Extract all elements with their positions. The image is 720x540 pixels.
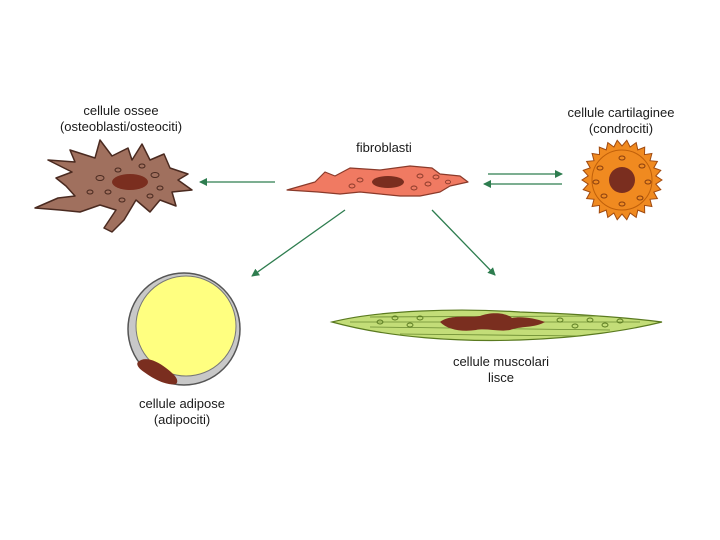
cartilage-cell-nucleus: [609, 167, 635, 193]
label-fibroblasts-text: fibroblasti: [356, 140, 412, 155]
label-bone-cells-line1: cellule ossee: [83, 103, 159, 118]
label-cartilage-cells-line2: (condrociti): [588, 121, 654, 136]
label-smooth-muscle-line1: cellule muscolari: [452, 354, 550, 369]
label-cartilage-cells: cellule cartilaginee (condrociti): [556, 105, 686, 137]
smooth-muscle-nucleus: [440, 313, 545, 331]
arrows: [199, 170, 563, 277]
label-bone-cells-line2: (osteoblasti/osteociti): [59, 119, 183, 134]
arrow-to-muscle: [431, 209, 496, 276]
label-smooth-muscle-line2: lisce: [487, 370, 514, 385]
label-fat-cells-line1: cellule adipose: [138, 396, 225, 411]
fibroblast-cell: [286, 165, 469, 197]
arrow-to-fat: [251, 209, 346, 277]
label-cartilage-cells-line1: cellule cartilaginee: [567, 105, 675, 120]
cartilage-cell: [581, 139, 663, 221]
fat-cell-nucleus: [137, 359, 178, 385]
bone-cell-nucleus: [112, 174, 148, 190]
label-bone-cells: cellule ossee (osteoblasti/osteociti): [52, 103, 190, 135]
label-fibroblasts: fibroblasti: [344, 140, 424, 156]
label-fat-cells-line2: (adipociti): [153, 412, 211, 427]
label-fat-cells: cellule adipose (adipociti): [128, 396, 236, 428]
fat-cell: [127, 272, 241, 386]
bone-cell: [34, 139, 193, 233]
smooth-muscle-cell: [329, 309, 663, 342]
fat-cell-lipid-droplet: [135, 275, 237, 377]
fibroblast-nucleus: [372, 176, 404, 188]
label-smooth-muscle-cells: cellule muscolari lisce: [440, 354, 562, 386]
